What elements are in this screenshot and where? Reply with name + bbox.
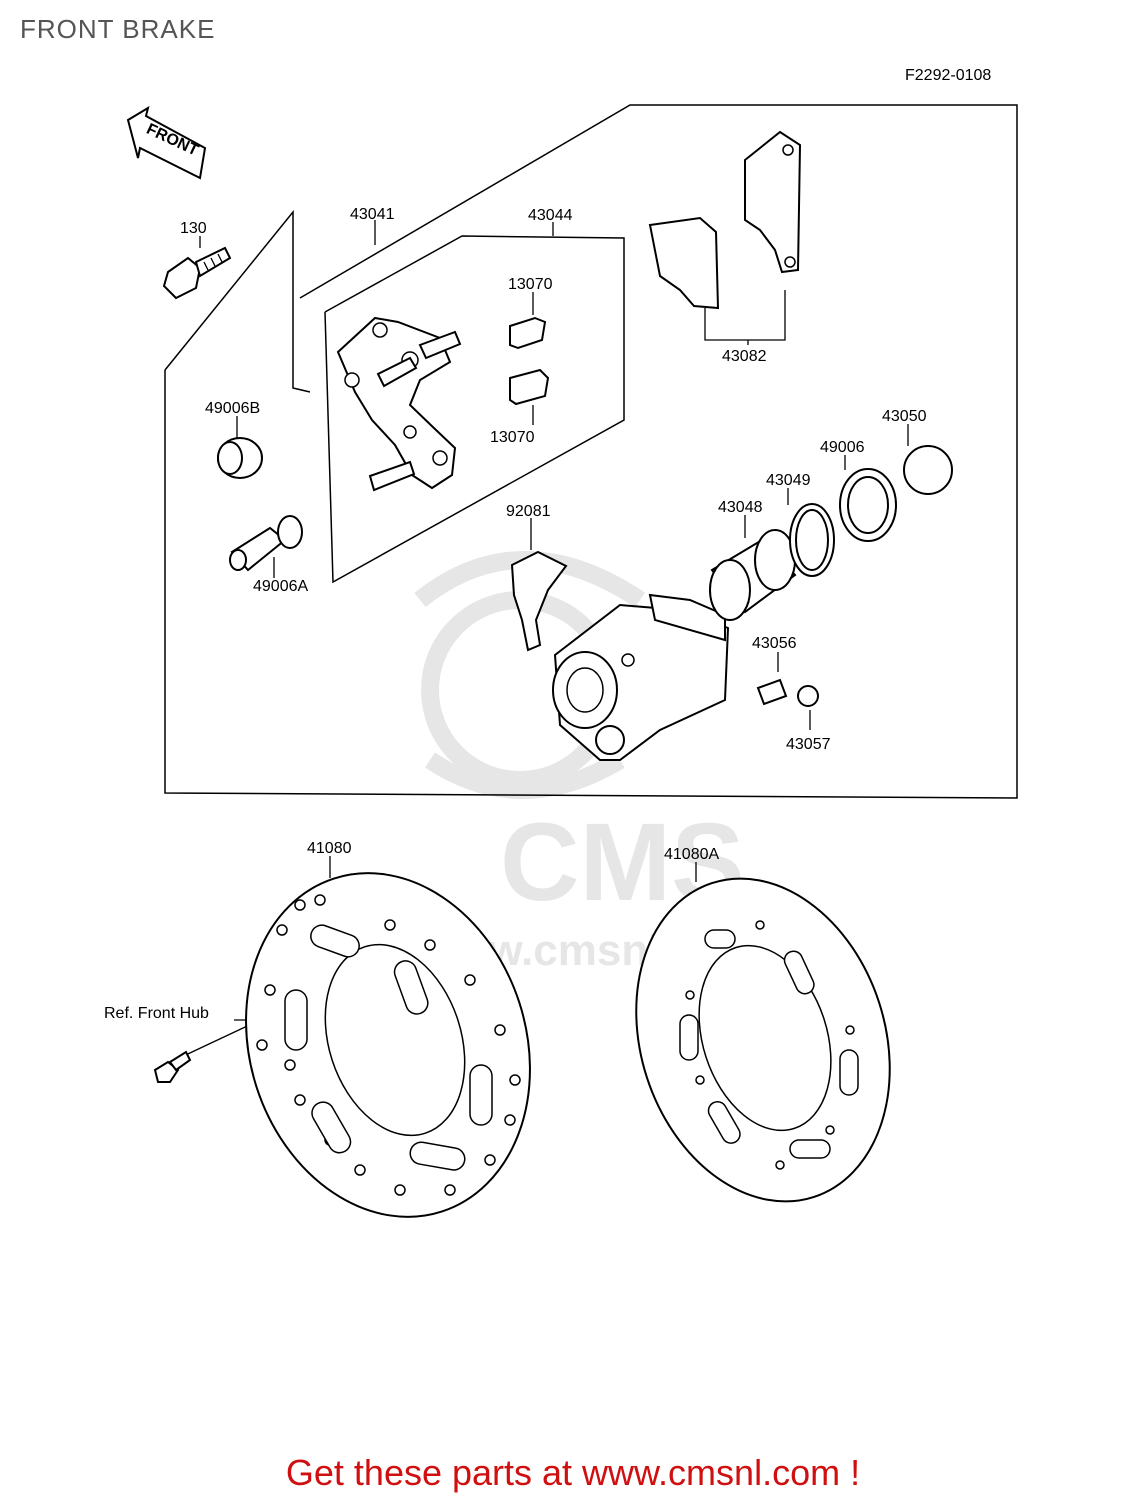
clip-13070-upper	[509, 316, 547, 350]
cap-43050	[903, 445, 953, 495]
brake-disc-41080A	[635, 877, 891, 1203]
label-41080A: 41080A	[664, 846, 719, 863]
caliper-bracket-43041	[336, 316, 462, 492]
label-ref-front-hub: Ref. Front Hub	[104, 1005, 209, 1022]
footer-link[interactable]: Get these parts at www.cmsnl.com !	[285, 1452, 861, 1493]
pin-49006A	[229, 515, 303, 572]
clip-13070-lower	[509, 368, 550, 406]
label-92081: 92081	[506, 503, 551, 520]
piston-43048	[709, 529, 797, 621]
label-13070-lower: 13070	[490, 429, 535, 446]
hub-screw	[153, 1050, 192, 1083]
label-43082: 43082	[722, 348, 767, 365]
label-49006B: 49006B	[205, 400, 260, 417]
parts-diagram: CMS www.cmsnl.com F2292-0108 FRONT	[104, 67, 1018, 1218]
leader-lines	[174, 220, 909, 1061]
pad-box-outline	[324, 235, 625, 584]
front-arrow-icon: FRONT	[126, 105, 207, 180]
spring-92081	[510, 550, 568, 652]
boot-49006B	[217, 437, 263, 479]
label-43048: 43048	[718, 499, 763, 516]
page-title: FRONT BRAKE	[20, 14, 216, 44]
diagram-code: F2292-0108	[905, 67, 991, 84]
assembly-outline	[164, 104, 1018, 799]
bracket-outline	[164, 209, 311, 393]
label-130: 130	[180, 220, 207, 237]
label-43056: 43056	[752, 635, 797, 652]
label-13070-upper: 13070	[508, 276, 553, 293]
label-49006: 49006	[820, 439, 865, 456]
brake-pads-43082	[648, 130, 802, 310]
label-41080: 41080	[307, 840, 352, 857]
label-49006A: 49006A	[253, 578, 308, 595]
bleeder-cap-43057	[797, 685, 819, 707]
label-43057: 43057	[786, 736, 831, 753]
label-43050: 43050	[882, 408, 927, 425]
brake-disc-41080	[245, 872, 531, 1218]
label-43044: 43044	[528, 207, 573, 224]
bleeder-43056	[756, 678, 788, 706]
caliper-body	[552, 593, 730, 761]
bolt-130	[162, 246, 232, 300]
label-43041: 43041	[350, 206, 395, 223]
label-43049: 43049	[766, 472, 811, 489]
